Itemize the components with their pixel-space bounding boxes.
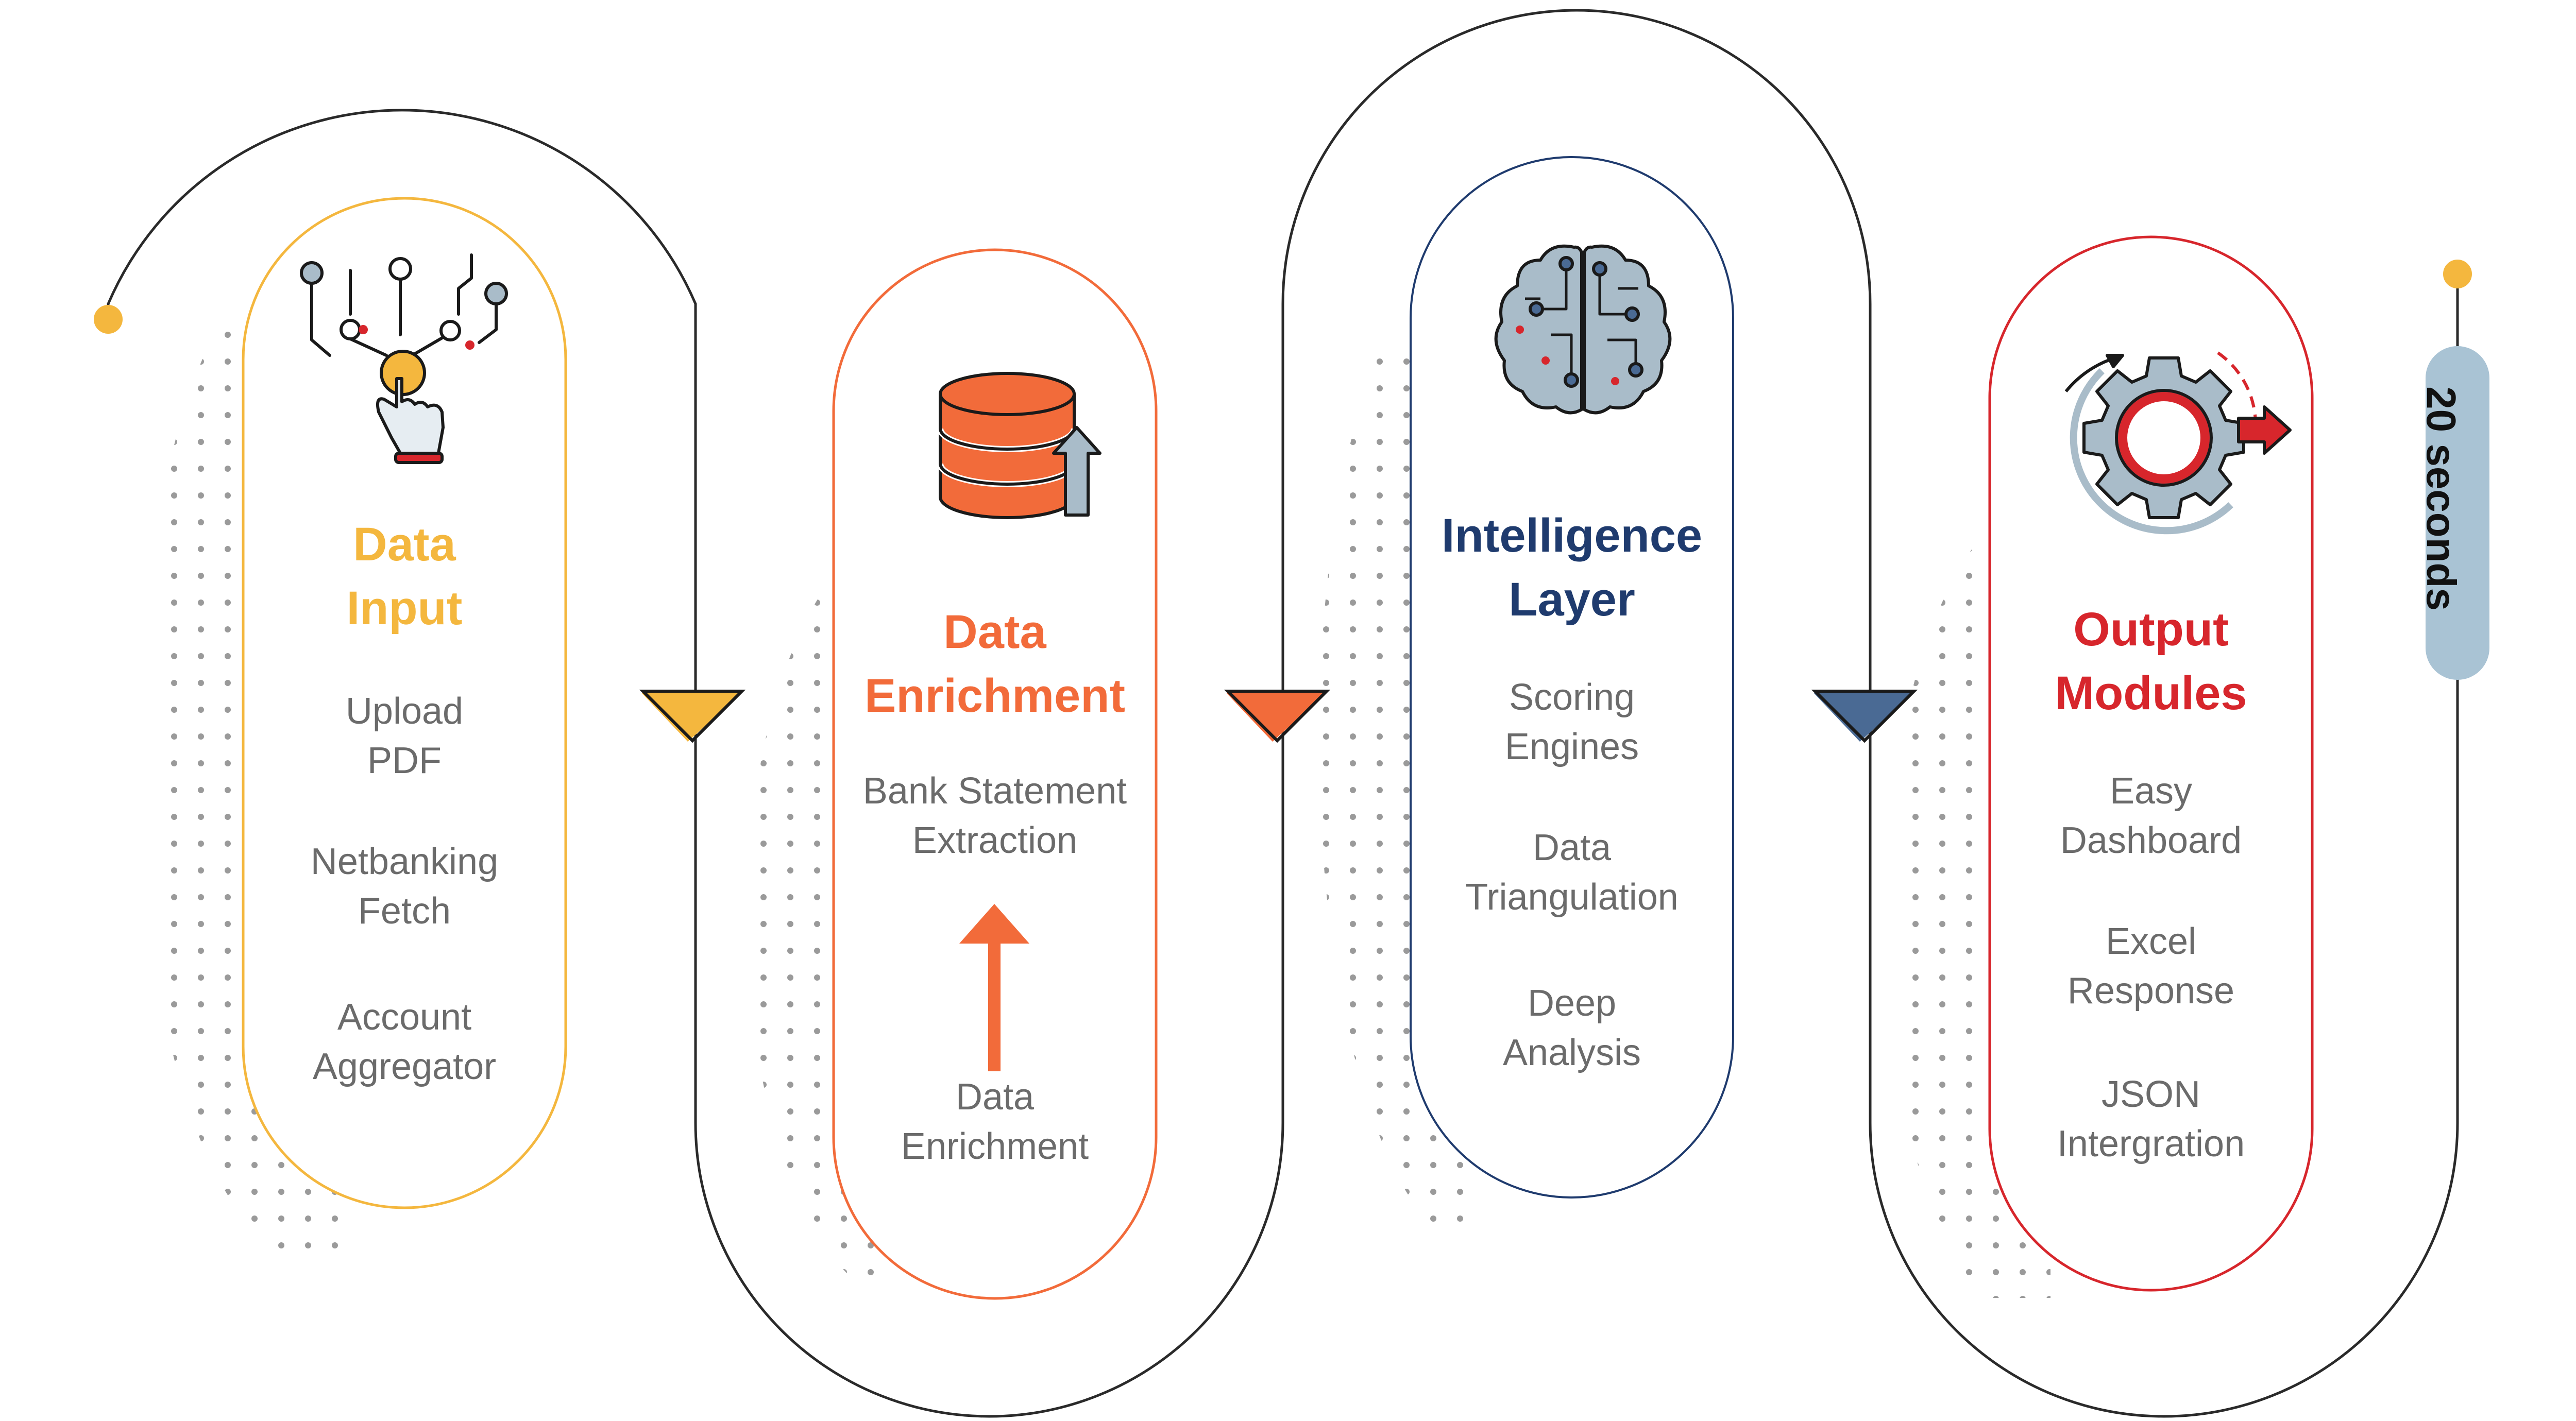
item-line: Bank Statement <box>862 771 1127 812</box>
stage-capsule-input <box>242 197 567 1209</box>
stage-input-title-line1: Data <box>353 518 456 571</box>
stage-intelligence-title: Intelligence Layer <box>1411 504 1733 631</box>
item-line: Netbanking <box>310 841 499 882</box>
stage-output-title-line2: Modules <box>2055 667 2247 720</box>
item-line: Scoring <box>1509 677 1635 718</box>
stage-enrichment-item: Bank Statement Extraction <box>834 766 1156 865</box>
item-line: Easy <box>2109 771 2193 812</box>
stage-capsule-intelligence <box>1410 156 1734 1199</box>
stage-output-item: Easy Dashboard <box>1990 766 2312 865</box>
item-line: Engines <box>1504 726 1639 767</box>
item-line: JSON <box>2101 1074 2201 1115</box>
duration-badge-label: 20 seconds <box>2418 386 2464 611</box>
stage-intelligence-title-line1: Intelligence <box>1441 509 1703 562</box>
item-line: Fetch <box>358 891 451 932</box>
path-start-dot <box>94 305 123 334</box>
item-line: Enrichment <box>901 1126 1089 1167</box>
item-line: Aggregator <box>312 1046 497 1087</box>
stage-output-item: JSON Intergration <box>1990 1070 2312 1169</box>
stage-input-item: Netbanking Fetch <box>243 837 566 936</box>
item-line: Data <box>1532 827 1612 868</box>
stage-enrichment-text: Data Enrichment Bank Statement Extractio… <box>834 600 1156 1171</box>
stage-intelligence-item: Deep Analysis <box>1411 979 1733 1077</box>
item-line: Triangulation <box>1465 877 1679 918</box>
item-line: Upload <box>345 691 464 732</box>
stage-intelligence-text: Intelligence Layer Scoring Engines Data … <box>1411 504 1733 1077</box>
stage-intelligence-item: Scoring Engines <box>1411 673 1733 772</box>
stage-output-item: Excel Response <box>1990 917 2312 1016</box>
stage-enrichment-item: Data Enrichment <box>834 1072 1156 1171</box>
connector-triangle-2 <box>1224 690 1331 743</box>
item-line: Response <box>2067 970 2235 1012</box>
item-line: Excel <box>2105 921 2197 962</box>
stage-input-text: Data Input Upload PDF Netbanking Fetch A… <box>243 512 566 1091</box>
stage-enrichment-title-line2: Enrichment <box>864 670 1126 722</box>
stage-output-text: Output Modules Easy Dashboard Excel Resp… <box>1990 597 2312 1169</box>
stage-enrichment-title: Data Enrichment <box>834 600 1156 728</box>
item-line: Intergration <box>2057 1123 2245 1165</box>
connector-triangle-3 <box>1811 690 1918 743</box>
stage-input-item: Upload PDF <box>243 687 566 785</box>
brain-circuit-icon <box>1494 244 1672 415</box>
item-line: Extraction <box>912 820 1078 861</box>
stage-output-title-line1: Output <box>2073 603 2229 656</box>
item-line: Dashboard <box>2060 820 2242 861</box>
item-line: Account <box>337 997 472 1038</box>
stage-input-title-line2: Input <box>346 582 463 635</box>
up-arrow-icon <box>959 904 1029 1071</box>
stage-intelligence-title-line2: Layer <box>1509 573 1635 626</box>
connector-triangle-1 <box>639 690 746 743</box>
database-upload-icon <box>937 372 1101 519</box>
flow-path <box>107 9 2459 1418</box>
gear-output-icon <box>2064 351 2292 535</box>
stage-output-title: Output Modules <box>1990 597 2312 725</box>
item-line: Data <box>955 1076 1035 1118</box>
item-line: PDF <box>367 740 442 781</box>
stage-capsule-output <box>1988 235 2314 1292</box>
duration-badge <box>2426 346 2489 680</box>
path-end-dot <box>2443 260 2472 288</box>
stage-input-title: Data Input <box>243 512 566 640</box>
item-line: Deep <box>1527 983 1617 1024</box>
stage-intelligence-item: Data Triangulation <box>1411 823 1733 922</box>
touch-network-icon <box>300 253 508 464</box>
stage-input-item: Account Aggregator <box>243 992 566 1091</box>
stage-enrichment-title-line1: Data <box>943 606 1046 658</box>
item-line: Analysis <box>1502 1032 1641 1073</box>
